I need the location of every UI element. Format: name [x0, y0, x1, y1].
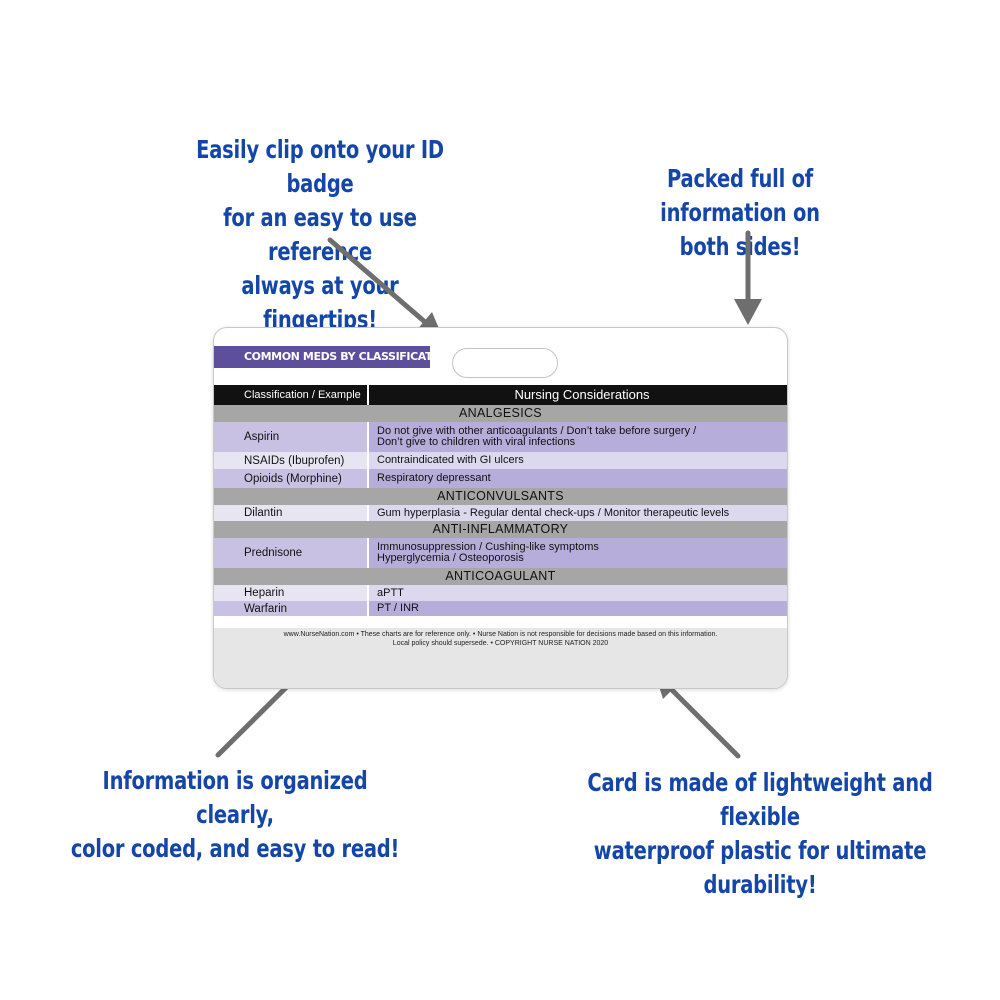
drug-consideration: Contraindicated with GI ulcers — [369, 452, 787, 469]
callout-waterproof-plastic: Card is made of lightweight and flexible… — [587, 768, 933, 899]
arrow-to-card-corner — [669, 687, 741, 759]
consideration-line: Don’t give to children with viral infect… — [377, 436, 576, 448]
header-nursing-considerations: Nursing Considerations — [514, 387, 650, 402]
drug-name: Warfarin — [214, 601, 369, 616]
table-row-prednisone: Prednisone Immunosuppression / Cushing-l… — [214, 538, 787, 568]
table-header-row: Classification / Example Nursing Conside… — [214, 385, 787, 405]
badge-clip-slot — [452, 348, 558, 378]
consideration-line: Respiratory depressant — [377, 472, 491, 484]
callout-both-sides: Packed full of information on both sides… — [660, 164, 820, 261]
table-row-heparin: Heparin aPTT — [214, 585, 787, 601]
table-row-opioids: Opioids (Morphine) Respiratory depressan… — [214, 469, 787, 488]
category-analgesics: ANALGESICS — [214, 405, 787, 422]
consideration-line: Contraindicated with GI ulcers — [377, 454, 524, 466]
callout-color-coded: Information is organized clearly, color … — [70, 766, 400, 863]
drug-consideration: Immunosuppression / Cushing-like symptom… — [369, 538, 787, 568]
meds-table: Classification / Example Nursing Conside… — [214, 385, 787, 616]
consideration-line: Hyperglycemia / Osteoporosis — [377, 552, 524, 564]
badge-card: COMMON MEDS BY CLASSIFICATION Classifica… — [213, 327, 788, 689]
category-anticoagulant: ANTICOAGULANT — [214, 568, 787, 585]
card-footer-band — [214, 628, 787, 688]
disclaimer-line: Local policy should supersede. • COPYRIG… — [392, 640, 609, 647]
drug-name: Dilantin — [214, 505, 369, 521]
category-anticonvulsants: ANTICONVULSANTS — [214, 488, 787, 505]
drug-name: Opioids (Morphine) — [214, 469, 369, 488]
drug-consideration: PT / INR — [369, 601, 787, 616]
table-row-dilantin: Dilantin Gum hyperplasia - Regular denta… — [214, 505, 787, 521]
drug-name: Heparin — [214, 585, 369, 601]
drug-name: NSAIDs (Ibuprofen) — [214, 452, 369, 469]
drug-consideration: Respiratory depressant — [369, 469, 787, 488]
table-row-aspirin: Aspirin Do not give with other anticoagu… — [214, 422, 787, 452]
consideration-line: Immunosuppression / Cushing-like symptom… — [377, 541, 599, 553]
arrow-head-card-top — [734, 299, 762, 325]
drug-name: Prednisone — [214, 538, 369, 568]
consideration-line: aPTT — [377, 586, 404, 599]
header-classification: Classification / Example — [214, 385, 369, 405]
callout-clip-badge: Easily clip onto your ID badge for an ea… — [196, 135, 444, 334]
consideration-line: PT / INR — [377, 602, 419, 614]
card-disclaimer: www.NurseNation.com • These charts are f… — [214, 630, 787, 648]
table-row-warfarin: Warfarin PT / INR — [214, 601, 787, 616]
drug-consideration: Do not give with other anticoagulants / … — [369, 422, 787, 452]
drug-consideration: Gum hyperplasia - Regular dental check-u… — [369, 505, 787, 521]
category-anti-inflammatory: ANTI-INFLAMMATORY — [214, 521, 787, 538]
consideration-line: Do not give with other anticoagulants / … — [377, 425, 697, 437]
drug-name: Aspirin — [214, 422, 369, 452]
table-row-nsaids: NSAIDs (Ibuprofen) Contraindicated with … — [214, 452, 787, 469]
card-title: COMMON MEDS BY CLASSIFICATION — [214, 346, 454, 368]
consideration-line: Gum hyperplasia - Regular dental check-u… — [377, 506, 730, 519]
disclaimer-line: www.NurseNation.com • These charts are f… — [283, 631, 718, 638]
drug-consideration: aPTT — [369, 585, 787, 601]
